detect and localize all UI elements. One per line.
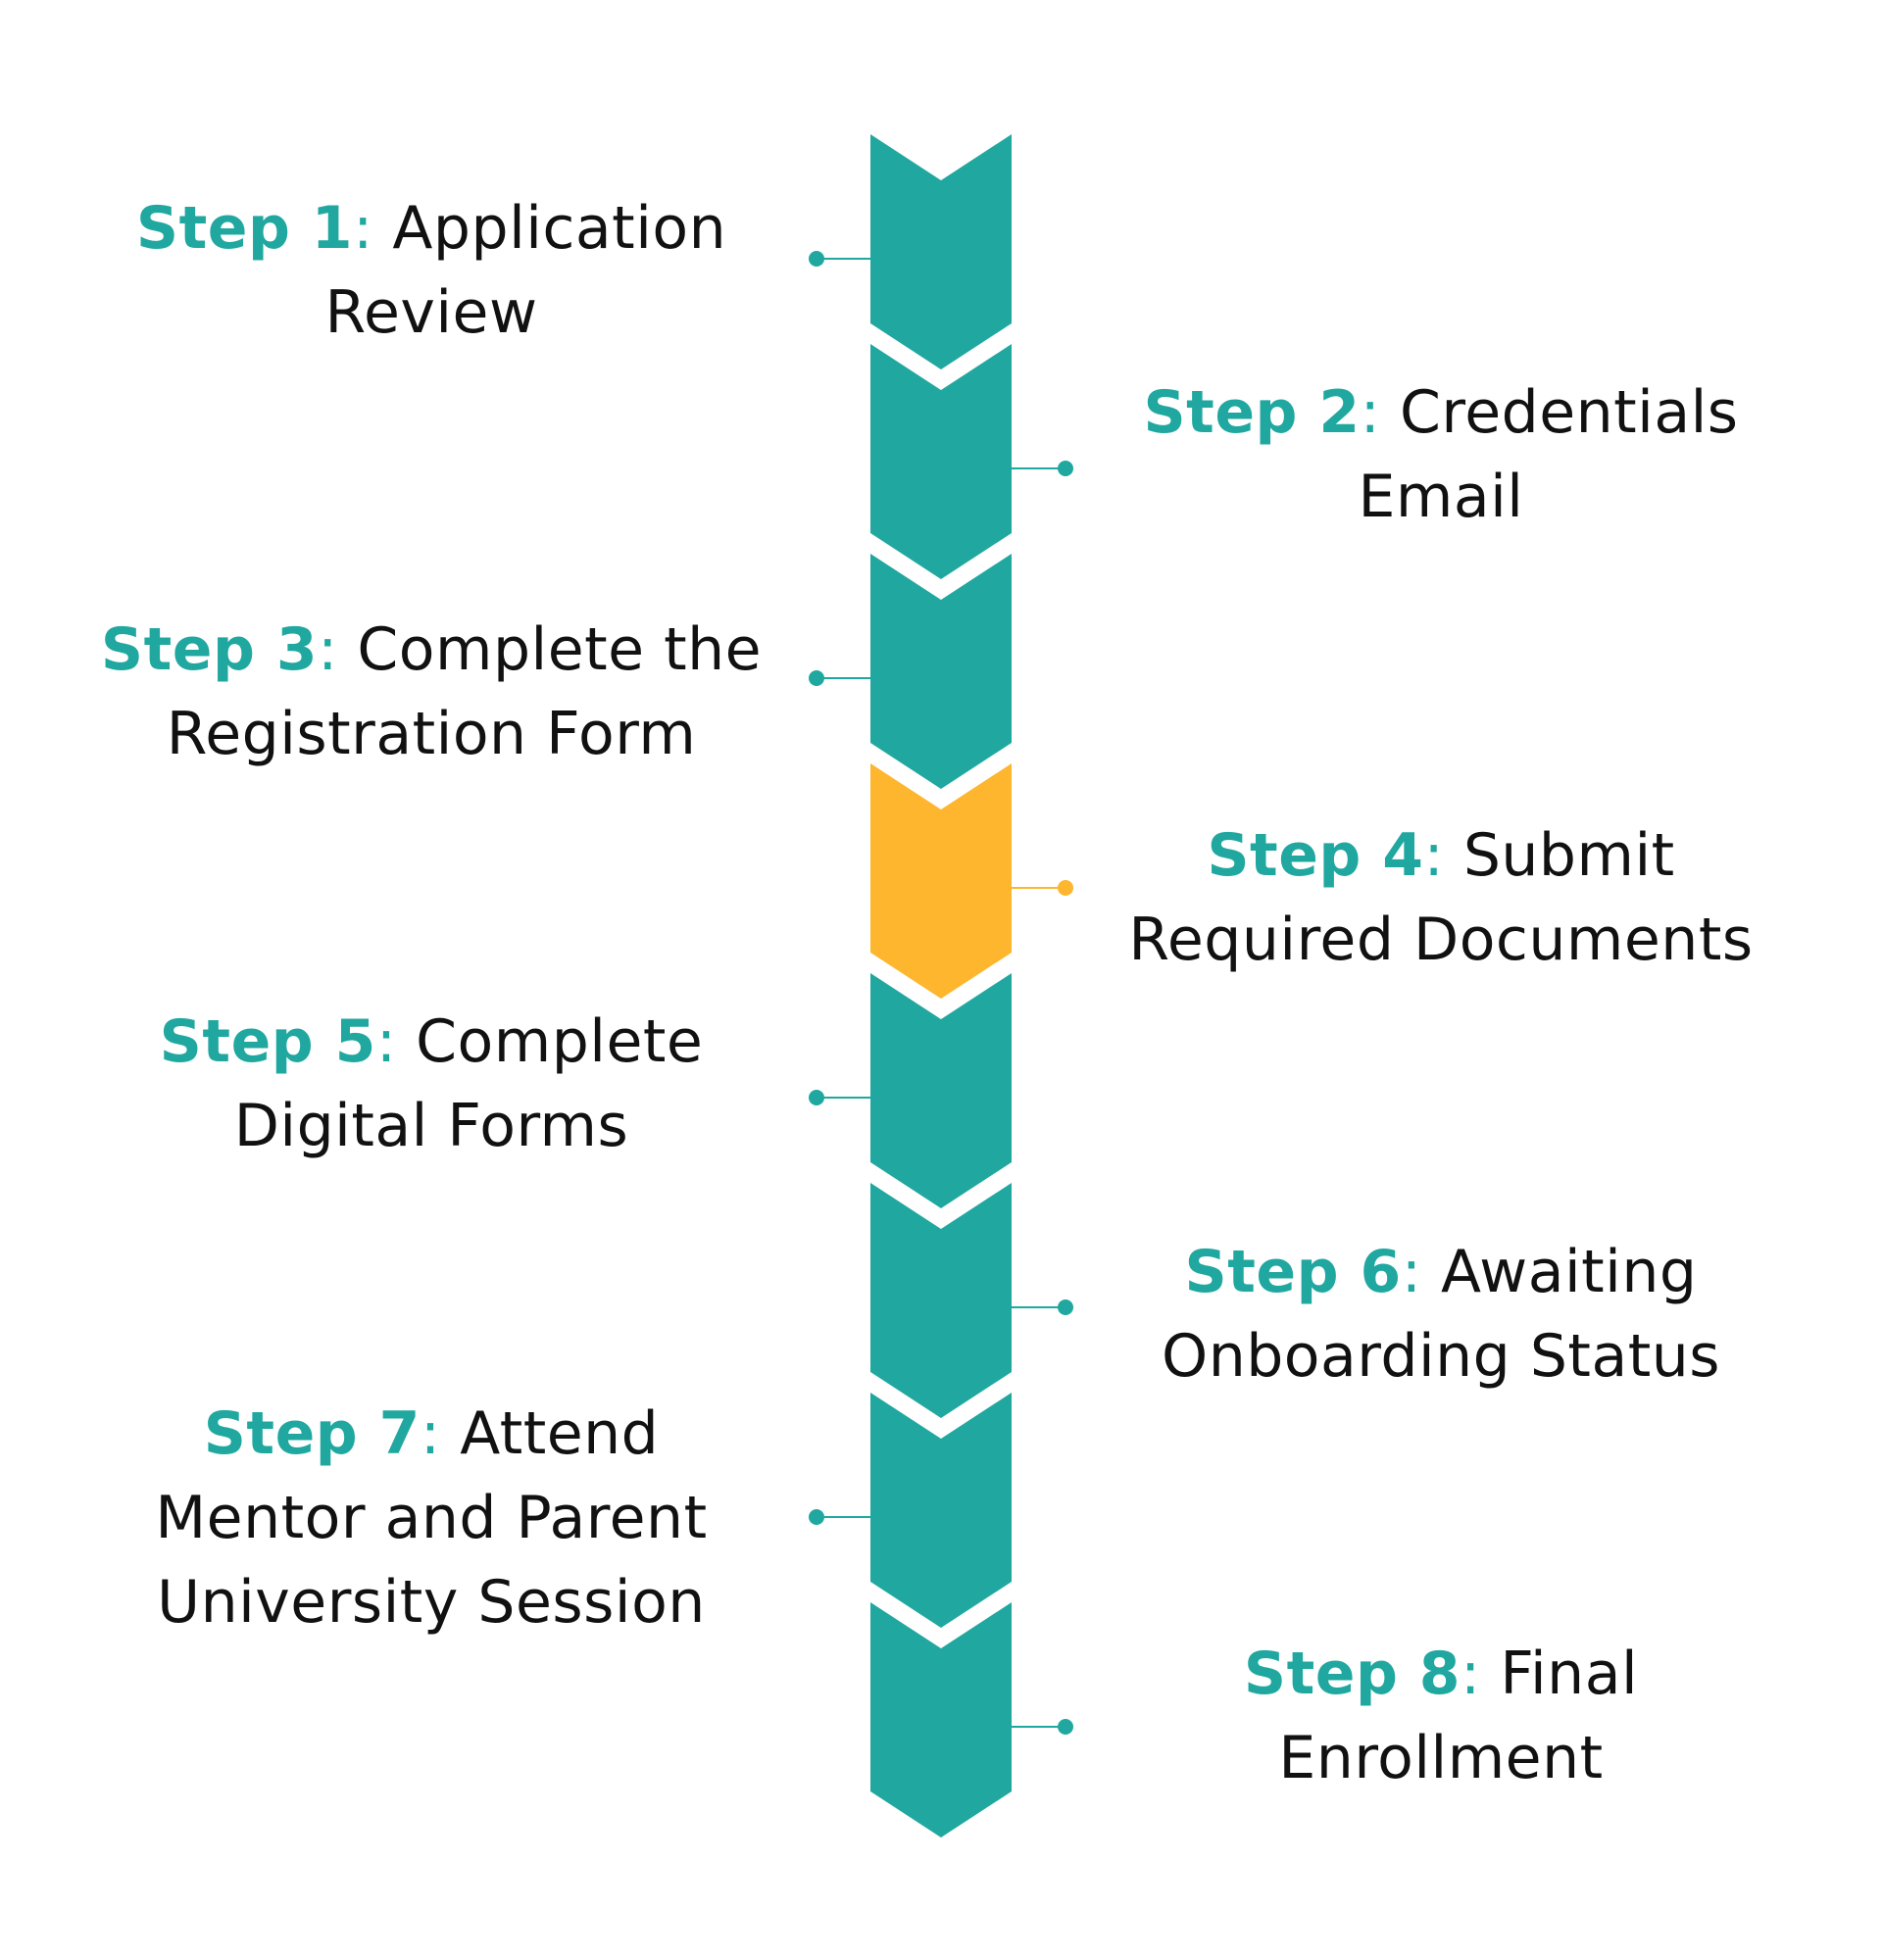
step-3-text: Step 3: Complete the Registration Form bbox=[78, 608, 784, 776]
step-2-text: Step 2: Credentials Email bbox=[1088, 370, 1794, 539]
connector-dot-3 bbox=[809, 670, 824, 686]
step-7-colon: : bbox=[420, 1399, 441, 1468]
step-6-title: Awaiting Onboarding Status bbox=[1161, 1238, 1721, 1391]
step-8-title: Final Enrollment bbox=[1278, 1640, 1639, 1792]
step-6-text: Step 6: Awaiting Onboarding Status bbox=[1088, 1230, 1794, 1398]
step-5-title: Complete Digital Forms bbox=[233, 1007, 704, 1160]
step-7-title: Attend Mentor and Parent University Sess… bbox=[155, 1399, 708, 1637]
step-5-text: Step 5: Complete Digital Forms bbox=[78, 1000, 784, 1168]
connector-dot-4 bbox=[1058, 880, 1073, 896]
connector-dot-7 bbox=[809, 1509, 824, 1525]
step-2-colon: : bbox=[1360, 378, 1381, 447]
step-7-label: Step 7 bbox=[203, 1399, 421, 1468]
step-6-label: Step 6 bbox=[1184, 1238, 1402, 1306]
connector-dot-5 bbox=[809, 1090, 824, 1105]
step-5-colon: : bbox=[375, 1007, 397, 1076]
step-3-colon: : bbox=[318, 615, 338, 684]
step-8-text: Step 8: Final Enrollment bbox=[1088, 1632, 1794, 1800]
step-4-title: Submit Required Documents bbox=[1128, 821, 1754, 974]
step-1-label: Step 1 bbox=[135, 194, 354, 263]
chevron-segment-5 bbox=[870, 973, 1012, 1208]
step-3-label: Step 3 bbox=[100, 615, 319, 684]
step-2-label: Step 2 bbox=[1143, 378, 1361, 447]
step-3-title: Complete the Registration Form bbox=[166, 615, 763, 768]
connector-dot-1 bbox=[809, 251, 824, 267]
step-1-text: Step 1: Application Review bbox=[78, 186, 784, 355]
chevron-segment-1 bbox=[870, 134, 1012, 369]
step-4-colon: : bbox=[1423, 821, 1445, 890]
step-1-colon: : bbox=[353, 194, 373, 263]
chevron-segment-2 bbox=[870, 344, 1012, 579]
chevron-segment-4 bbox=[870, 763, 1012, 999]
step-2-title: Credentials Email bbox=[1358, 378, 1739, 531]
chevron-segment-3 bbox=[870, 554, 1012, 789]
step-8-colon: : bbox=[1461, 1640, 1481, 1708]
step-6-colon: : bbox=[1401, 1238, 1422, 1306]
step-4-text: Step 4: Submit Required Documents bbox=[1088, 813, 1794, 982]
step-8-label: Step 8 bbox=[1243, 1640, 1461, 1708]
connector-dot-8 bbox=[1058, 1719, 1073, 1735]
step-4-label: Step 4 bbox=[1207, 821, 1424, 890]
step-7-text: Step 7: Attend Mentor and Parent Univers… bbox=[78, 1392, 784, 1644]
step-5-label: Step 5 bbox=[159, 1007, 376, 1076]
connector-dot-2 bbox=[1058, 461, 1073, 476]
chevron-segment-6 bbox=[870, 1183, 1012, 1418]
connector-dot-6 bbox=[1058, 1299, 1073, 1315]
chevron-segment-8 bbox=[870, 1602, 1012, 1838]
chevron-segment-7 bbox=[870, 1393, 1012, 1628]
step-1-title: Application Review bbox=[324, 194, 727, 347]
